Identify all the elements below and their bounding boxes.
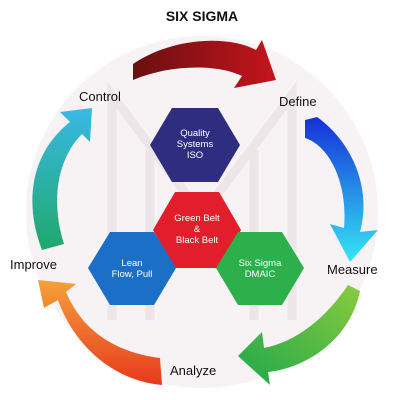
hex-quality-systems	[150, 108, 240, 182]
hex-lean-text: Lean Flow, Pull	[111, 258, 153, 280]
arrow-measure-to-analyze	[238, 285, 360, 385]
stage-label-improve: Improve	[10, 257, 57, 272]
stage-label-control: Control	[79, 89, 121, 104]
hex-dmaic-text: Six Sigma DMAIC	[238, 258, 282, 280]
stage-label-define: Define	[279, 94, 317, 109]
hex-six-sigma-dmaic	[216, 232, 304, 305]
stage-label-analyze: Analyze	[170, 363, 217, 378]
stage-label-measure: Measure	[327, 262, 378, 277]
arrow-define-to-measure	[305, 117, 378, 262]
hex-center-text: Green Belt & Black Belt	[174, 213, 220, 246]
arrow-improve-to-control	[32, 108, 92, 250]
hex-quality-text: Quality Systems ISO	[176, 128, 214, 161]
hex-green-black-belt	[153, 192, 241, 268]
diagram-title: SIX SIGMA	[165, 8, 239, 24]
hex-lean	[88, 232, 176, 305]
arrow-analyze-to-improve	[38, 280, 162, 385]
arrow-control-to-define	[133, 40, 276, 88]
